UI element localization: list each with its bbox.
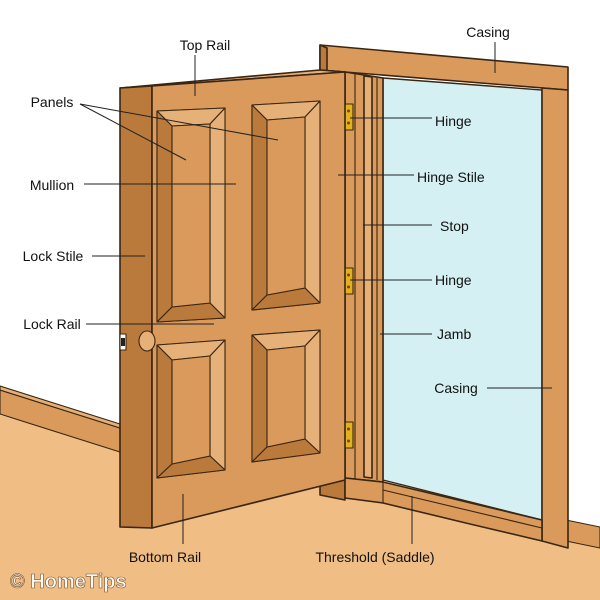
panel-lower-right-bevel-left: [251, 334, 268, 463]
hinge-bottom-screw: [347, 439, 350, 443]
threshold: [344, 477, 543, 542]
door-lock-edge: [119, 85, 153, 529]
leader-panels-a: [79, 103, 187, 161]
panel-upper-left-bevel-left: [156, 110, 173, 323]
panel-upper-left-bevel-right: [209, 107, 226, 319]
label-threshold: Threshold (Saddle): [315, 549, 434, 565]
label-jamb: Jamb: [437, 326, 471, 342]
hinge-top-screw: [347, 109, 350, 113]
label-hinge-middle: Hinge: [435, 272, 472, 288]
hinge-middle-screw: [347, 273, 350, 277]
threshold-bevel: [382, 489, 543, 529]
panel-lower-left-field: [171, 355, 211, 465]
panel-upper-left-field: [171, 123, 211, 308]
label-lock-stile: Lock Stile: [23, 248, 84, 264]
panel-upper-right: [251, 100, 321, 311]
label-top-rail: Top Rail: [180, 37, 231, 53]
panel-upper-left: [156, 107, 226, 323]
panel-lower-right-bevel-right: [304, 329, 321, 454]
door-stop: [363, 75, 373, 479]
label-mullion: Mullion: [30, 177, 74, 193]
latch-bolt: [121, 338, 125, 346]
panel-lower-left-bevel-right: [209, 339, 226, 471]
label-bottom-rail: Bottom Rail: [129, 549, 201, 565]
label-lock-rail: Lock Rail: [23, 316, 81, 332]
casing-top-edge: [319, 44, 328, 74]
hinge-bottom-screw: [347, 427, 350, 431]
label-panels: Panels: [31, 94, 74, 110]
door-opening: [382, 77, 543, 521]
panel-lower-left: [156, 339, 226, 479]
hinge-top-screw: [347, 121, 350, 125]
casing-right: [541, 87, 569, 549]
label-casing-top: Casing: [466, 24, 510, 40]
panel-upper-right-field: [266, 116, 306, 296]
watermark: © HomeTips: [10, 571, 127, 593]
panel-lower-left-bevel-left: [156, 344, 173, 479]
door-knob: [138, 330, 156, 352]
panel-lower-right: [251, 329, 321, 463]
label-hinge-stile: Hinge Stile: [417, 169, 485, 185]
hinge-middle-screw: [347, 285, 350, 289]
panel-lower-right-field: [266, 345, 306, 448]
label-casing-side: Casing: [434, 380, 478, 396]
label-stop: Stop: [440, 218, 469, 234]
panel-upper-right-bevel-right: [304, 100, 321, 304]
label-hinge-top: Hinge: [435, 113, 472, 129]
leader-panels-b: [79, 103, 279, 141]
